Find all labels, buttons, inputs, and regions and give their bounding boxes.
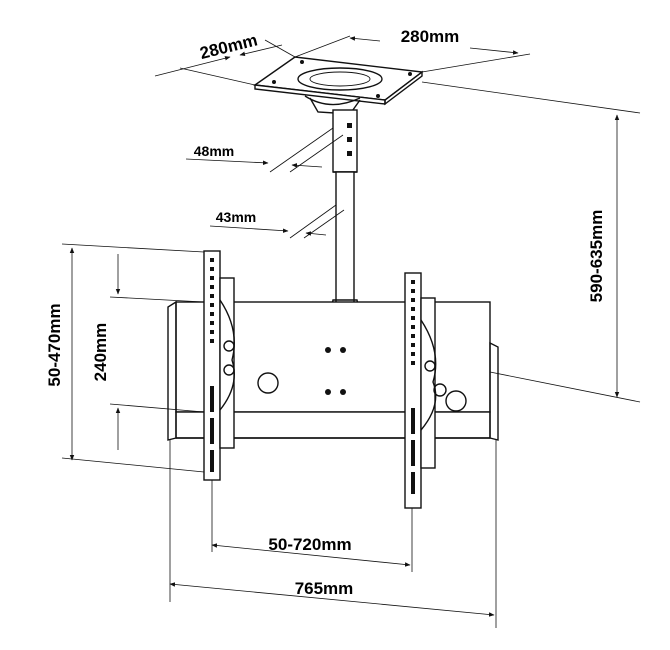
label-drop-range: 590-635mm [587,210,606,303]
dim-plate-depth: 280mm [294,27,531,73]
dim-bracket-height: 240mm [91,254,205,450]
label-plate-width-total: 765mm [295,579,354,598]
right-arm [404,272,447,509]
label-bracket-height: 240mm [91,323,110,382]
left-arm [203,250,235,481]
dim-bracket-height-range: 50-470mm [45,243,205,473]
ceiling-plate [253,56,424,115]
inner-pole [329,171,361,316]
label-pole-outer: 48mm [194,143,234,159]
label-plate-width: 280mm [198,30,259,63]
label-pole-inner: 43mm [216,209,256,225]
label-bracket-height-range: 50-470mm [45,303,64,386]
outer-pole [332,109,358,173]
dim-pole-inner: 43mm [209,204,345,239]
dim-plate-width-total: 765mm [169,440,497,628]
dim-drop-range: 590-635mm [421,81,641,403]
label-arm-spacing: 50-720mm [268,535,351,554]
dim-pole-outer: 48mm [185,127,344,173]
dim-arm-spacing: 50-720mm [211,480,413,572]
label-plate-depth: 280mm [401,27,460,46]
